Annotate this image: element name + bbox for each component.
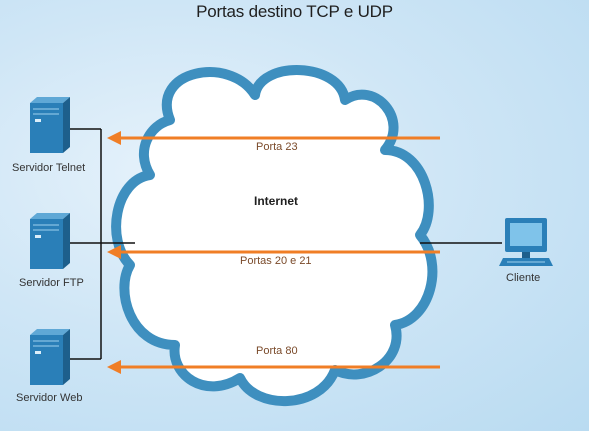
internet-cloud [111,65,438,406]
flow-label-portas-20-21: Portas 20 e 21 [240,255,312,267]
server-ftp-label: Servidor FTP [19,277,84,289]
server-telnet-label: Servidor Telnet [12,162,86,174]
server-telnet-icon [30,97,70,153]
diagram-title: Portas destino TCP e UDP [196,2,393,21]
arrow-portas-20-21 [107,245,440,259]
server-web-icon [30,329,70,385]
server-web-label: Servidor Web [16,392,83,404]
arrow-porta-23 [107,131,440,145]
arrow-porta-80 [107,360,440,374]
cloud-label: Internet [254,194,299,208]
cloud-shape [111,65,438,406]
server-ftp-icon [30,213,70,269]
flow-label-porta-23: Porta 23 [256,141,298,153]
client-computer-icon [499,218,553,266]
server-links [70,128,135,360]
client-label: Cliente [506,272,541,284]
flow-label-porta-80: Porta 80 [256,345,298,357]
